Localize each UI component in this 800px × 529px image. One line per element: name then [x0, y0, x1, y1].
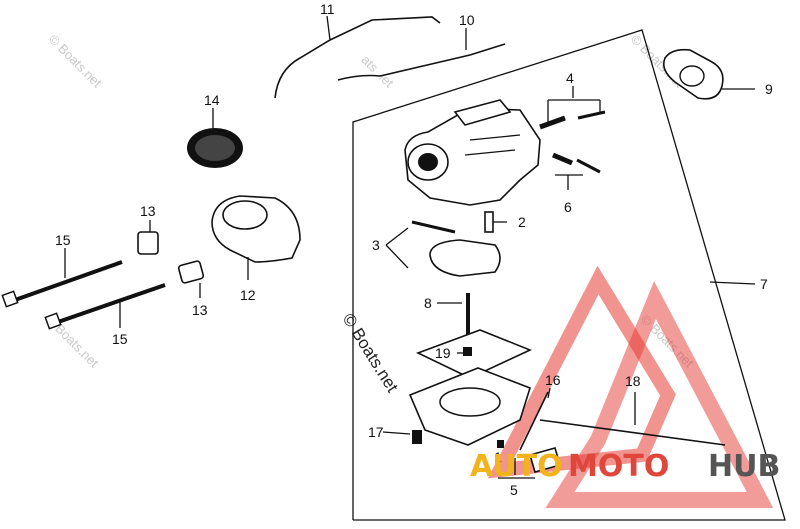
float-bowl-opening: [439, 387, 501, 417]
callout-14: 14: [204, 92, 220, 108]
callout-18: 18: [625, 373, 641, 389]
brand-part-hub: HUB: [708, 449, 780, 484]
callout-6: 6: [564, 199, 572, 215]
watermark-bold: © Boats.net: [339, 310, 402, 396]
callout-5: 5: [510, 482, 518, 498]
logo-triangle-right: [545, 281, 774, 508]
part-14-seal-inner: [195, 135, 235, 161]
brand-part-auto: AUTO: [470, 449, 563, 484]
watermark: © Boats.net: [46, 32, 105, 91]
callout-1: 1: [494, 449, 502, 465]
part-4-screws: [539, 110, 606, 130]
callout-11: 11: [320, 1, 335, 17]
brand-wordmark: AUTO MOTO HUB: [470, 449, 780, 484]
part-2-jet: [484, 211, 494, 233]
part-12-opening: [222, 200, 268, 230]
callout-13-upper: 13: [140, 203, 156, 219]
callout-3: 3: [372, 237, 380, 253]
part-9-hole: [679, 65, 705, 87]
callout-15-upper: 15: [55, 232, 71, 248]
callout-4: 4: [566, 70, 574, 86]
watermarks: © Boats.net © Boats.net © Boats.net © Bo…: [43, 32, 697, 371]
callout-12: 12: [240, 287, 256, 303]
callout-10: 10: [459, 12, 475, 28]
part-13-spacer-upper: [137, 231, 159, 255]
assembly-frame: [352, 29, 786, 521]
part-17-screw: [412, 430, 422, 444]
part-3-float: [429, 239, 501, 277]
bowl-gasket: [415, 329, 533, 379]
callout-7: 7: [760, 276, 768, 292]
callout-19: 19: [435, 345, 451, 361]
callout-16: 16: [545, 372, 561, 388]
callout-17: 17: [368, 424, 384, 440]
leader-lines: [64, 15, 756, 479]
callout-13-lower: 13: [192, 302, 208, 318]
part-16-hose: [519, 391, 549, 451]
part-13-spacer-lower: [177, 260, 205, 284]
callout-9: 9: [765, 81, 773, 97]
part-19-nut: [463, 347, 472, 356]
carburetor-body: [404, 99, 541, 206]
part-15-bolt-upper: [1, 260, 123, 308]
part-1-screw: [497, 440, 504, 448]
brand-part-moto: MOTO: [568, 449, 669, 484]
part-3-pin: [411, 220, 456, 234]
part-11-rod: [274, 16, 441, 99]
callout-15-lower: 15: [112, 331, 128, 347]
part-6-screws: [552, 152, 601, 174]
logo-triangle-outer: [487, 265, 676, 479]
part-5-clip: [529, 447, 561, 473]
callout-8: 8: [424, 295, 432, 311]
brand-logo: [487, 265, 774, 508]
callout-2: 2: [518, 214, 526, 230]
part-18-hose: [539, 419, 726, 446]
part-15-bolt-lower: [44, 283, 166, 330]
part-10-rod: [337, 43, 506, 81]
